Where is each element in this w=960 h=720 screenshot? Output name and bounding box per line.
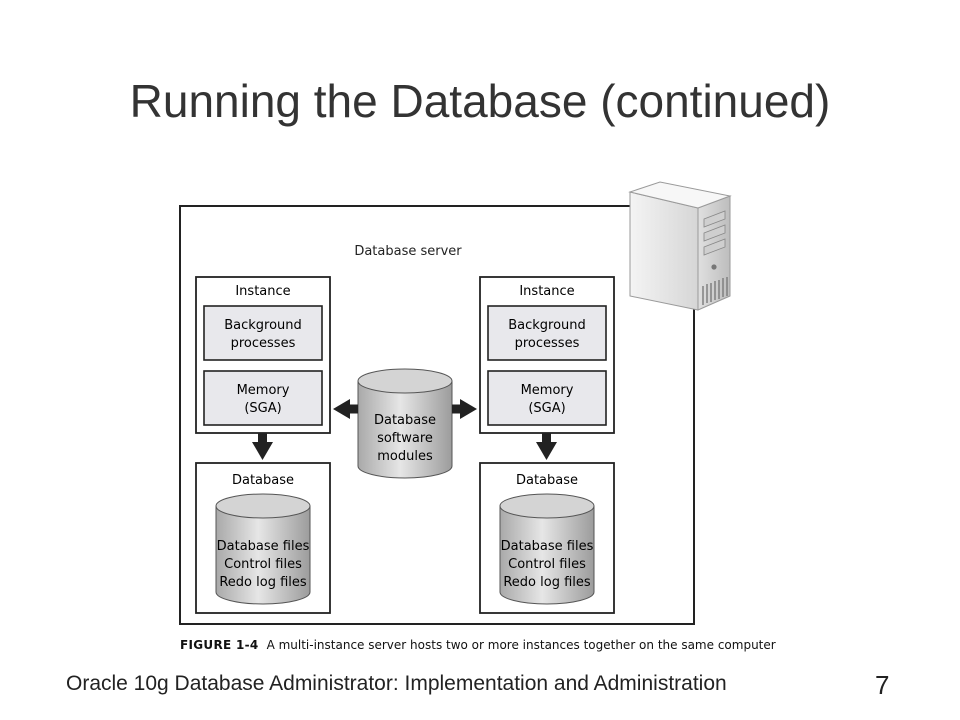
memory-label: (SGA) (528, 401, 565, 416)
software-modules-label: modules (377, 449, 433, 464)
memory-sga-box (487, 370, 607, 426)
background-processes-box (487, 305, 607, 361)
database-files-label: Database files (501, 539, 594, 554)
database-files-cylinder (499, 493, 595, 605)
arrow-instance-to-database-left (252, 433, 273, 460)
redo-log-files-label: Redo log files (503, 575, 591, 590)
background-processes-label: processes (231, 336, 296, 351)
memory-sga-box (203, 370, 323, 426)
figure-caption-label: FIGURE 1-4 (180, 638, 259, 652)
software-modules-label: software (377, 431, 433, 446)
arrow-instance-to-database-right (536, 433, 557, 460)
slide-footer: Oracle 10g Database Administrator: Imple… (66, 672, 727, 695)
instance-label: Instance (519, 284, 574, 299)
memory-label: Memory (237, 383, 290, 398)
database-right: Database Database files Control files Re… (479, 462, 615, 614)
memory-label: Memory (521, 383, 574, 398)
background-processes-box (203, 305, 323, 361)
control-files-label: Control files (224, 557, 302, 572)
database-files-cylinder (215, 493, 311, 605)
slide-title: Running the Database (continued) (129, 75, 831, 127)
page-number: 7 (875, 670, 890, 700)
database-label: Database (232, 473, 294, 488)
redo-log-files-label: Redo log files (219, 575, 307, 590)
database-server-label: Database server (354, 244, 462, 259)
server-tower-icon (628, 181, 732, 311)
database-files-label: Database files (217, 539, 310, 554)
arrow-software-to-left-instance (333, 399, 358, 419)
figure-caption: FIGURE 1-4 A multi-instance server hosts … (180, 638, 776, 652)
background-processes-label: Background (224, 318, 302, 333)
memory-label: (SGA) (244, 401, 281, 416)
instance-right: Instance Background processes Memory (SG… (479, 276, 615, 434)
database-left: Database Database files Control files Re… (195, 462, 331, 614)
instance-left: Instance Background processes Memory (SG… (195, 276, 331, 434)
background-processes-label: processes (515, 336, 580, 351)
software-modules-label: Database (374, 413, 436, 428)
database-label: Database (516, 473, 578, 488)
arrow-software-to-right-instance (452, 399, 477, 419)
control-files-label: Control files (508, 557, 586, 572)
background-processes-label: Background (508, 318, 586, 333)
software-modules-cylinder (357, 368, 453, 479)
figure-caption-text: A multi-instance server hosts two or mor… (266, 638, 776, 652)
instance-label: Instance (235, 284, 290, 299)
